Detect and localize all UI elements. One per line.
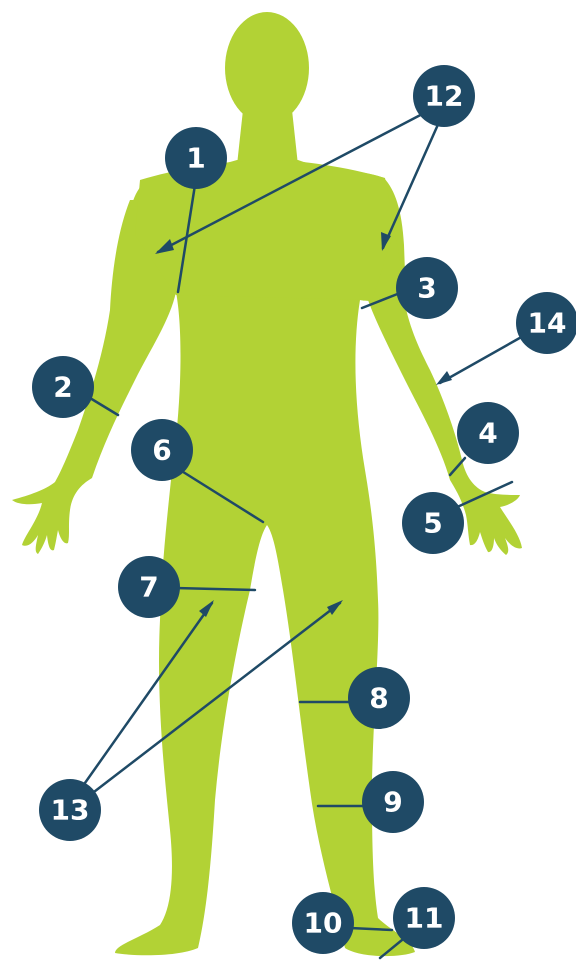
marker-5: 5: [402, 492, 464, 554]
marker-1-label: 1: [186, 142, 205, 175]
marker-2: 2: [32, 356, 94, 418]
marker-4-label: 4: [478, 417, 497, 450]
marker-7-label: 7: [139, 571, 158, 604]
neck: [237, 110, 298, 165]
marker-13-label: 13: [51, 794, 90, 827]
head: [225, 12, 309, 124]
marker-10-label: 10: [304, 907, 343, 940]
marker-8: 8: [348, 667, 410, 729]
marker-1: 1: [165, 127, 227, 189]
marker-14-label: 14: [528, 307, 567, 340]
marker-6-label: 6: [152, 434, 171, 467]
marker-6: 6: [131, 419, 193, 481]
leader-14: [440, 335, 525, 383]
marker-11-label: 11: [405, 902, 444, 935]
marker-11: 11: [393, 887, 455, 949]
marker-14: 14: [516, 292, 576, 354]
leader-12b: [383, 120, 440, 248]
marker-4: 4: [457, 402, 519, 464]
marker-9: 9: [362, 771, 424, 833]
marker-9-label: 9: [383, 786, 402, 819]
marker-5-label: 5: [423, 507, 442, 540]
marker-3-label: 3: [417, 272, 436, 305]
upper-chest: [135, 160, 395, 300]
marker-12-label: 12: [425, 80, 464, 113]
marker-10: 10: [292, 892, 354, 954]
arrowhead-14: [436, 371, 452, 385]
marker-12: 12: [413, 65, 475, 127]
marker-2-label: 2: [53, 371, 72, 404]
marker-7: 7: [118, 556, 180, 618]
marker-3: 3: [396, 257, 458, 319]
marker-8-label: 8: [369, 682, 388, 715]
marker-13: 13: [39, 779, 101, 841]
